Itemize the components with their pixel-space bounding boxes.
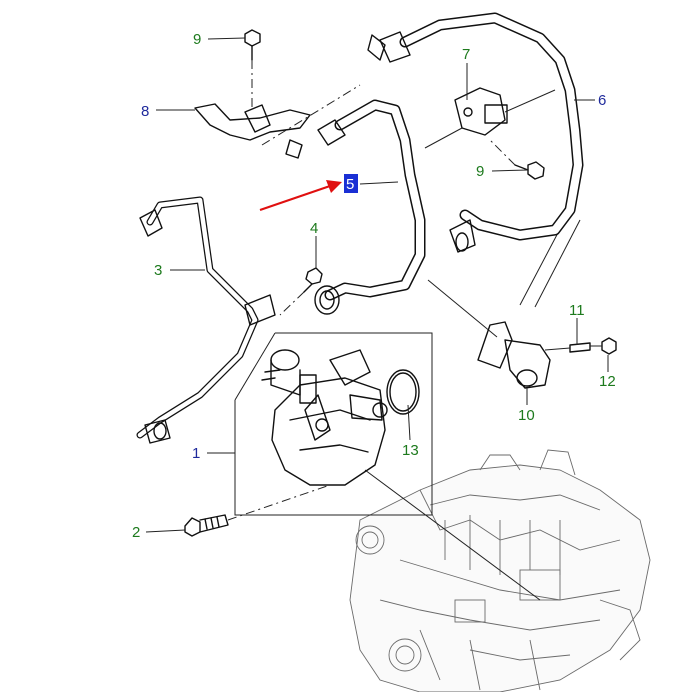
callout-5[interactable]: 5 (346, 176, 354, 193)
engine-block (349, 449, 651, 692)
callout-12[interactable]: 12 (599, 373, 616, 390)
callout-9-top[interactable]: 9 (193, 31, 201, 48)
fuel-pump (261, 349, 388, 486)
callout-7[interactable]: 7 (462, 46, 470, 63)
bracket (424, 87, 556, 149)
callout-4[interactable]: 4 (310, 220, 318, 237)
small-bolt (279, 267, 323, 316)
bolt-top (244, 29, 261, 110)
callout-11[interactable]: 11 (569, 302, 585, 319)
pointer-arrow (259, 180, 342, 212)
callout-10[interactable]: 10 (518, 407, 535, 424)
pump-bolt (184, 484, 331, 537)
fuel-line (136, 196, 276, 444)
callout-2[interactable]: 2 (132, 524, 140, 541)
fuel-return-hose (367, 12, 584, 253)
sensor-nut (590, 337, 617, 355)
fuel-hose (314, 99, 426, 315)
callout-leaders (145, 37, 609, 533)
callout-3[interactable]: 3 (154, 262, 162, 279)
o-ring (386, 369, 420, 415)
pressure-sensor-bracket (477, 321, 551, 389)
callout-1[interactable]: 1 (192, 445, 200, 462)
callout-6[interactable]: 6 (598, 92, 606, 109)
callout-8[interactable]: 8 (141, 103, 149, 120)
hose-clip (194, 84, 361, 159)
callout-5-highlight (344, 174, 358, 193)
sensor-bolt (544, 342, 591, 353)
callout-9-right[interactable]: 9 (476, 163, 484, 180)
callout-13[interactable]: 13 (402, 442, 419, 459)
bolt-right (489, 139, 545, 180)
